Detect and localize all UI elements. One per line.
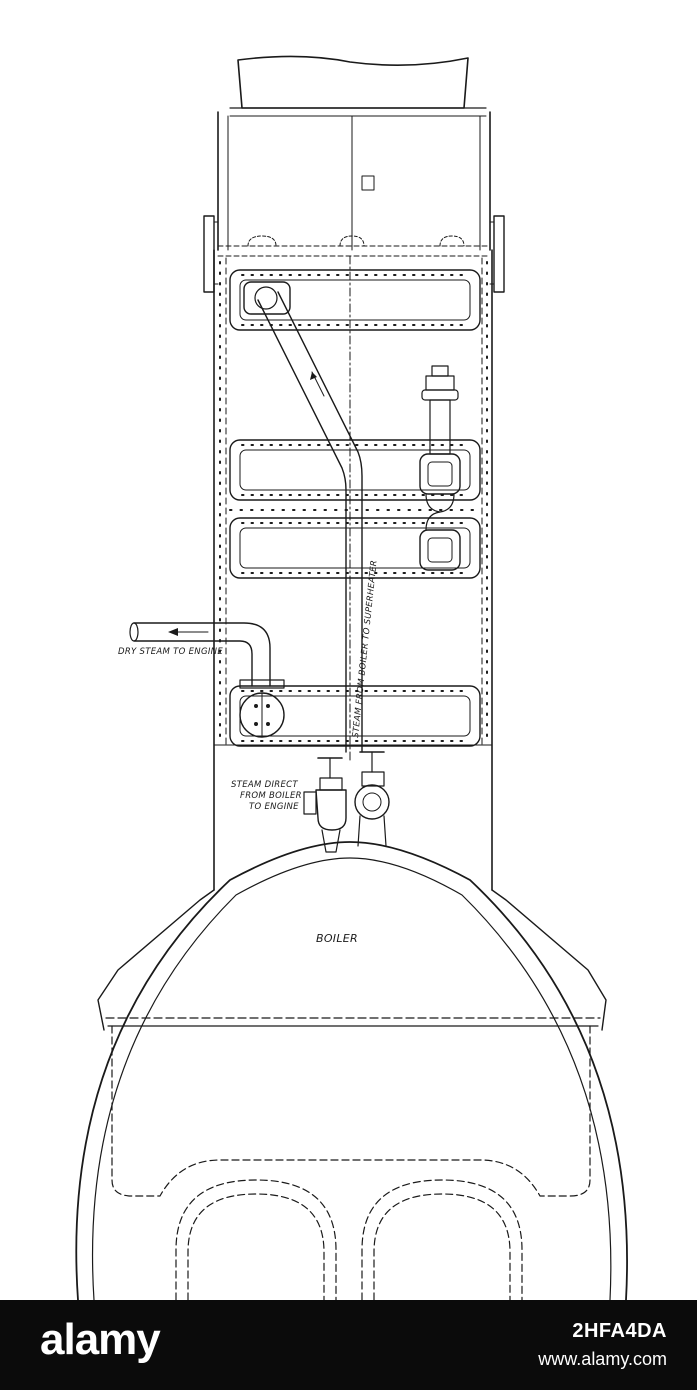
dry-steam-label: DRY STEAM TO ENGINE (118, 647, 223, 657)
outlet-valve (239, 679, 285, 738)
flow-arrow (310, 371, 325, 397)
header-bolt (439, 235, 465, 247)
casing-skirt (97, 889, 607, 1031)
flue-cap (237, 55, 469, 109)
boiler-label: BOILER (316, 932, 358, 945)
direct-steam-label-line3: TO ENGINE (249, 802, 299, 812)
direct-steam-label-line2: FROM BOILER (240, 791, 302, 801)
footer-bar: alamy 2HFA4DA www.alamy.com (0, 1300, 697, 1390)
steam-pipe (243, 281, 363, 753)
boiler-shell (75, 841, 628, 1300)
upper-housing (217, 111, 491, 251)
superheater-diagram: STEAM FROM BOILER TO SUPERHEATER DRY STE… (75, 55, 628, 1300)
inspection-panel (229, 685, 481, 747)
globe-valve (303, 757, 347, 853)
site-url: www.alamy.com (538, 1349, 667, 1369)
globe-valve (354, 751, 390, 847)
furnace-flue-left (175, 1179, 337, 1300)
furnace-flue-right (361, 1179, 523, 1300)
header-bolt (339, 235, 365, 247)
inspection-panel (229, 439, 481, 501)
inspection-panel (229, 269, 481, 331)
flow-arrow (168, 628, 209, 636)
superheater-casing (213, 249, 493, 891)
direct-steam-label-line1: STEAM DIRECT (231, 780, 298, 790)
brand-logo: alamy (40, 1315, 161, 1364)
footer-info: 2HFA4DA www.alamy.com (538, 1320, 667, 1370)
side-bracket-left (203, 215, 219, 293)
outlet-pipe (129, 622, 271, 687)
riser-assembly (419, 365, 461, 571)
technical-drawing: STEAM FROM BOILER TO SUPERHEATER DRY STE… (75, 55, 628, 1300)
combustion-chamber (111, 1025, 591, 1197)
inspection-panel (229, 517, 481, 579)
image-id: 2HFA4DA (572, 1320, 667, 1342)
steam-pipe-label: STEAM FROM BOILER TO SUPERHEATER (351, 560, 380, 739)
header-bolt (247, 235, 277, 247)
